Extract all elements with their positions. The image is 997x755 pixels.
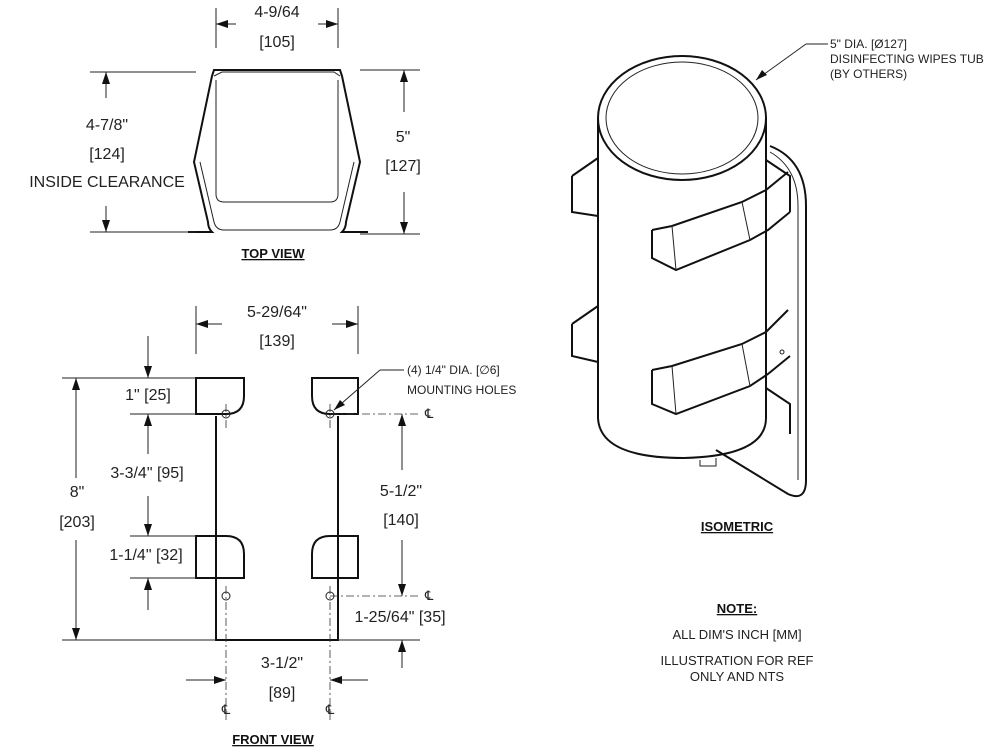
iso-tub-body xyxy=(597,118,767,460)
iso-backplate xyxy=(715,145,807,498)
isometric-title: ISOMETRIC xyxy=(701,519,774,534)
front-total-inch: 8" xyxy=(70,484,85,501)
front-clip-bottom-left xyxy=(195,535,245,579)
iso-clip-lower xyxy=(571,305,791,416)
top-view: 4-9/64 [105] 4-7/8" [124] INSIDE CLEARAN… xyxy=(29,4,421,261)
front-width-inch: 5-29/64" xyxy=(247,304,307,321)
top-clearance-inch: 4-7/8" xyxy=(86,117,128,134)
front-hole-spacing-mm: [140] xyxy=(383,512,419,529)
front-view: 5-29/64" [139] ℄ ℄ ℄ ℄ (4) 1/4" DIA. [∅6… xyxy=(59,304,516,747)
top-width-mm: [105] xyxy=(259,34,295,51)
mounting-holes-spec: (4) 1/4" DIA. [∅6] xyxy=(407,363,500,377)
isometric-view: 5" DIA. [Ø127] DISINFECTING WIPES TUB (B… xyxy=(571,37,984,534)
front-backplate xyxy=(215,416,339,641)
note-title: NOTE: xyxy=(717,601,757,616)
top-bracket-outline xyxy=(188,69,368,233)
front-clip-bottom-right xyxy=(311,535,359,579)
centerline-symbol: ℄ xyxy=(424,406,434,421)
front-bottom-offset: 1-25/64" [35] xyxy=(354,609,445,626)
top-height-mm: [127] xyxy=(385,158,421,175)
front-clip-height: 1-1/4" [32] xyxy=(109,547,182,564)
top-width-inch: 4-9/64 xyxy=(254,4,299,21)
front-clip-top-left xyxy=(195,377,245,415)
front-hole-width-mm: [89] xyxy=(269,685,296,702)
centerline-symbol: ℄ xyxy=(221,702,231,717)
top-clearance-label: INSIDE CLEARANCE xyxy=(29,174,185,191)
top-height-inch: 5" xyxy=(396,129,411,146)
iso-tub-lid xyxy=(597,55,767,181)
front-view-title: FRONT VIEW xyxy=(232,732,314,747)
note-nts: ONLY AND NTS xyxy=(690,669,784,684)
tub-description: DISINFECTING WIPES TUB xyxy=(830,52,984,66)
note-illustration: ILLUSTRATION FOR REF xyxy=(661,653,814,668)
front-hole-width-inch: 3-1/2" xyxy=(261,655,303,672)
top-view-title: TOP VIEW xyxy=(241,246,305,261)
note-block: NOTE: ALL DIM'S INCH [MM] ILLUSTRATION F… xyxy=(661,601,814,684)
front-hole-spacing-inch: 5-1/2" xyxy=(380,483,422,500)
top-clearance-mm: [124] xyxy=(89,146,125,163)
front-width-mm: [139] xyxy=(259,333,295,350)
front-top-gap: 1" [25] xyxy=(125,387,171,404)
mounting-holes-label: MOUNTING HOLES xyxy=(407,383,516,397)
centerline-symbol: ℄ xyxy=(325,702,335,717)
front-total-mm: [203] xyxy=(59,514,95,531)
front-clip-top-right xyxy=(311,377,359,415)
tub-diameter: 5" DIA. [Ø127] xyxy=(830,37,907,51)
centerline-symbol: ℄ xyxy=(424,588,434,603)
note-units: ALL DIM'S INCH [MM] xyxy=(672,627,801,642)
tub-by-others: (BY OTHERS) xyxy=(830,67,907,81)
iso-clip-upper xyxy=(571,157,791,272)
front-upper-span: 3-3/4" [95] xyxy=(110,465,183,482)
